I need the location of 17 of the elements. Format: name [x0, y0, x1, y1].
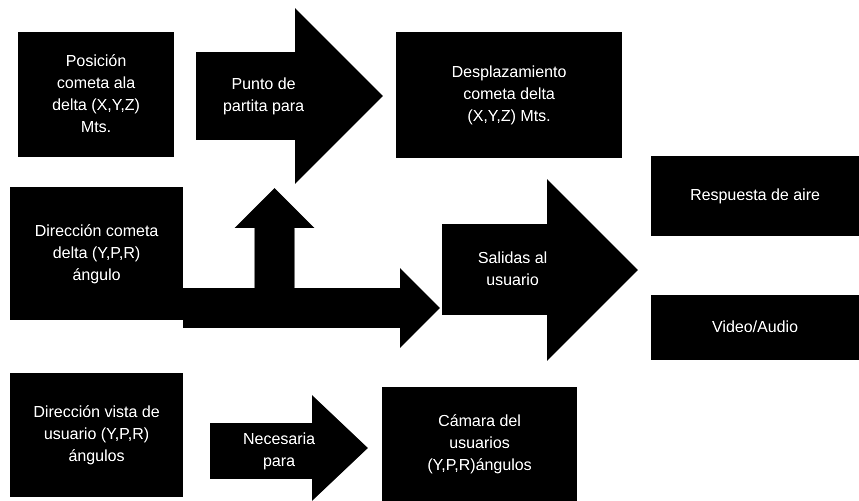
process-box: [10, 373, 183, 497]
process-box: [18, 32, 174, 157]
process-box: [651, 156, 859, 236]
node-text: Salidas al usuario: [476, 248, 548, 290]
process-box: [396, 32, 622, 158]
node-text: Cámara del usuarios (Y,P,R)ángulos: [426, 412, 533, 476]
node-text: Respuesta de aire: [690, 186, 820, 206]
process-box: [10, 187, 183, 320]
node-text: Desplazamiento cometa delta (X,Y,Z) Mts.: [450, 63, 568, 127]
node-text: Dirección cometa delta (Y,P,R) ángulo: [34, 222, 160, 286]
node-text: Punto de partita para: [222, 75, 305, 117]
process-box: [382, 387, 577, 501]
node-text: Necesaria para: [242, 430, 316, 472]
process-box: [651, 295, 859, 360]
node-text: Posición cometa ala delta (X,Y,Z) Mts.: [51, 52, 141, 138]
node-text: Video/Audio: [712, 318, 798, 338]
node-text: Dirección vista de usuario (Y,P,R) ángulos: [32, 403, 161, 467]
